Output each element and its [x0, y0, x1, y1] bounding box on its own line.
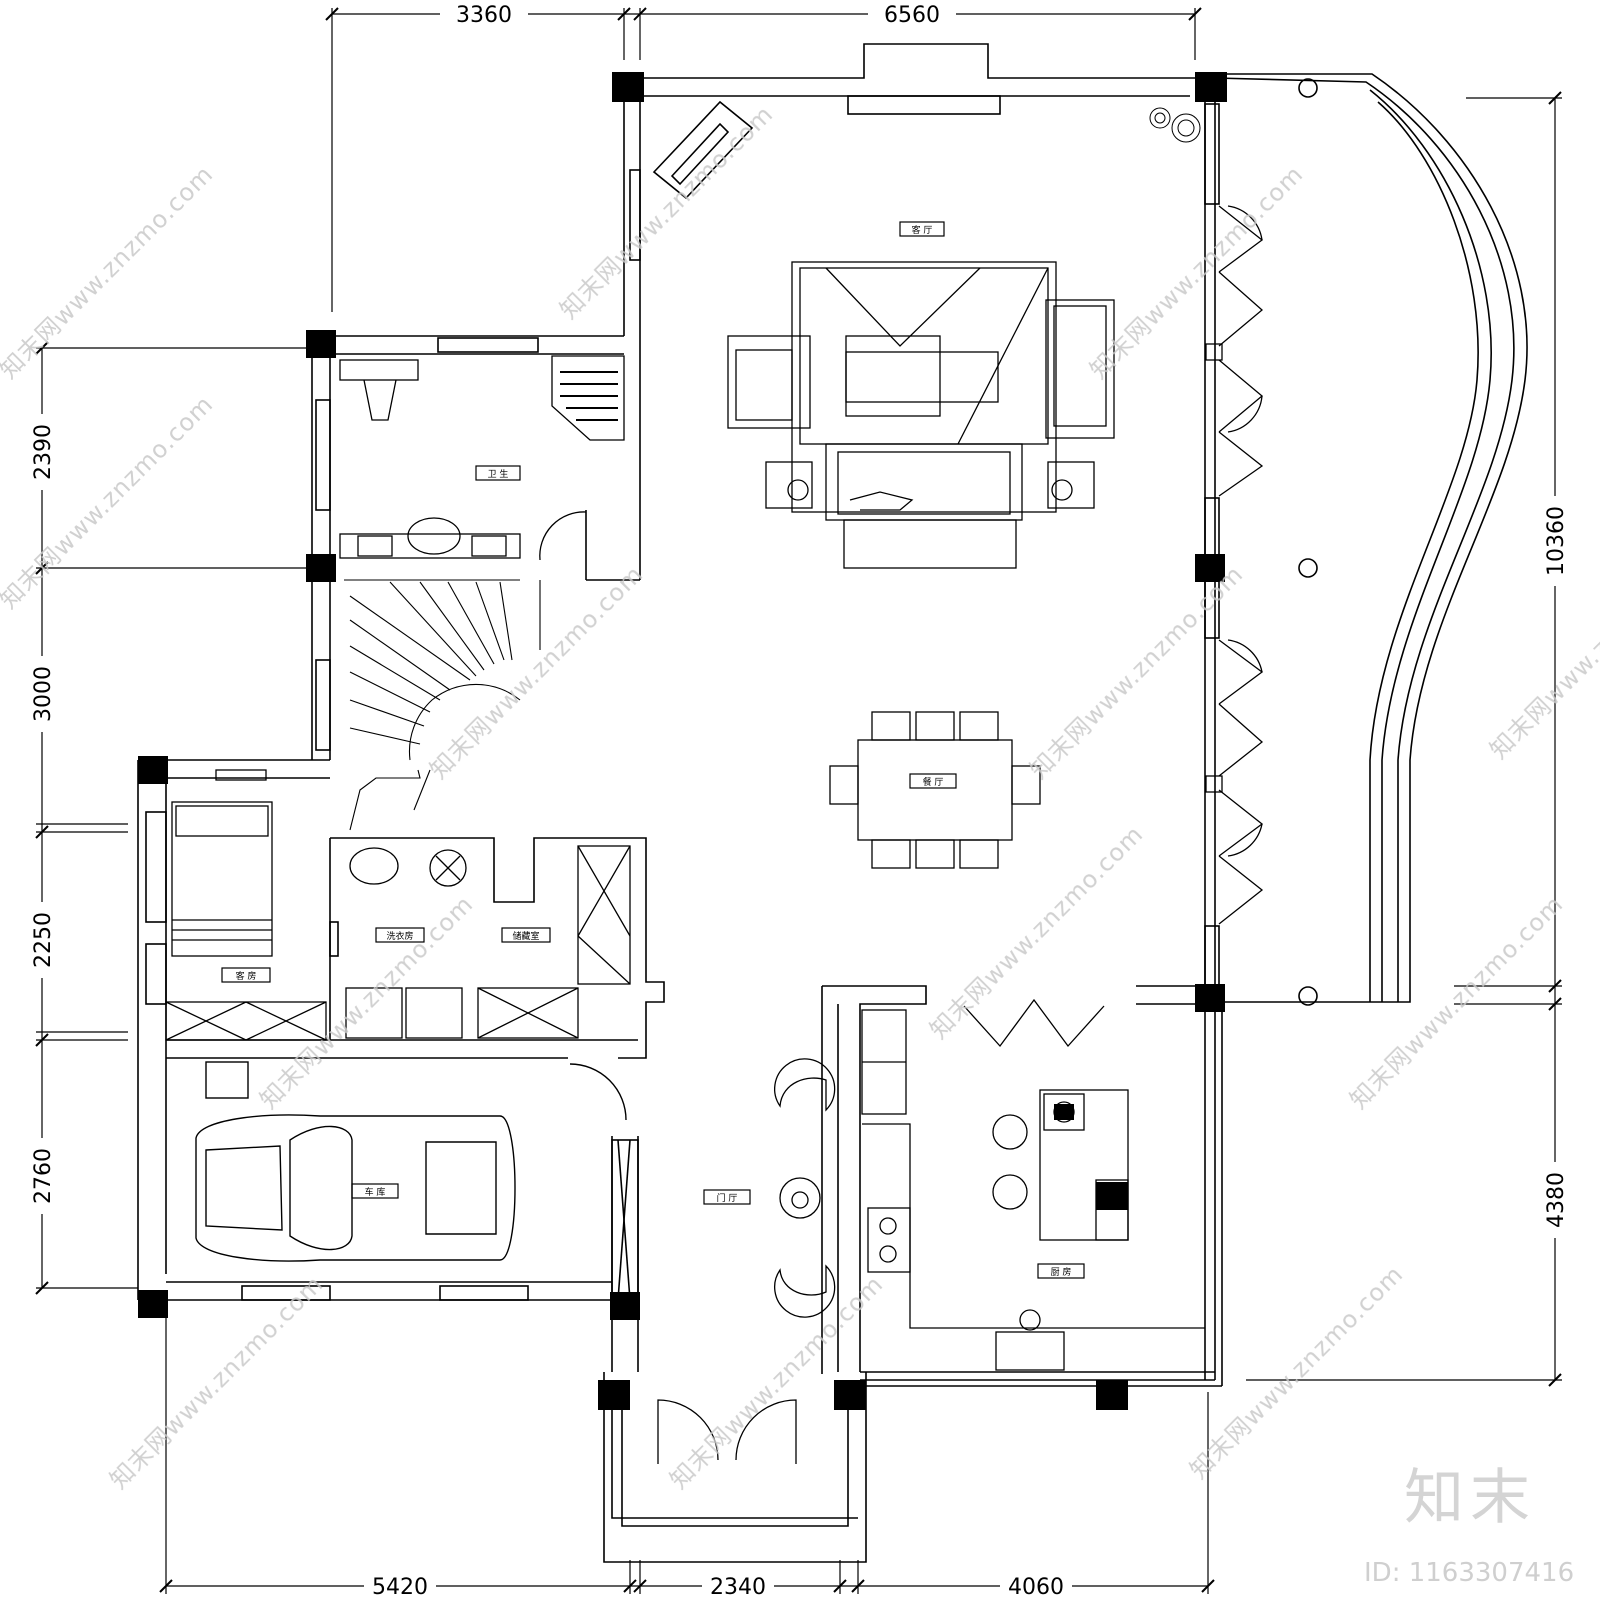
dim-left-3: 2760 [31, 1148, 56, 1204]
room-label-storage: 储藏室 [501, 927, 551, 943]
walls [137, 43, 1528, 1563]
dim-left-2: 2250 [31, 912, 56, 968]
dim-left-0: 2390 [31, 424, 56, 480]
folding-doors [1205, 205, 1264, 925]
room-label-kitchen: 厨 房 [1037, 1263, 1085, 1279]
room-label-bedroom-text: 客 房 [236, 970, 257, 982]
room-label-garage-text: 车 库 [365, 1186, 386, 1198]
filled-accents [1054, 1104, 1128, 1210]
living-room-furniture [727, 261, 1115, 569]
plants [1149, 107, 1201, 143]
dim-right-1: 4380 [1544, 1172, 1569, 1228]
image-id-label: ID: 1163307416 [1364, 1558, 1575, 1588]
dim-right-0: 10360 [1544, 506, 1569, 576]
structural-columns [138, 72, 1227, 1410]
room-label-bedroom: 客 房 [221, 967, 271, 983]
room-label-bathroom: 卫 生 [475, 465, 521, 481]
brand-logo: 知末 [1404, 1463, 1536, 1533]
dim-left-1: 3000 [31, 666, 56, 722]
watermark-text: 知末网www.znzmo.com [1184, 1260, 1408, 1484]
watermark-text: 知末网www.znzmo.com [0, 160, 219, 384]
room-label-laundry: 洗衣房 [375, 927, 425, 943]
watermark-text: 知末网www.znzmo.com [924, 820, 1148, 1044]
car [195, 1061, 627, 1262]
room-label-bathroom-text: 卫 生 [488, 468, 509, 480]
foyer-furniture [657, 1058, 836, 1464]
bedroom-furniture [165, 769, 327, 1041]
dim-top-1: 6560 [884, 3, 940, 28]
dim-bottom-1: 2340 [710, 1575, 766, 1600]
fireplace [652, 100, 754, 200]
room-label-living-text: 客 厅 [912, 224, 933, 236]
dim-bottom-0: 5420 [372, 1575, 428, 1600]
laundry-fixtures [345, 845, 631, 1039]
dimension-labels: 3360 6560 2390 3000 2250 2760 10360 4380… [30, 2, 1569, 1600]
spiral-stair [344, 579, 541, 831]
room-label-garage: 车 库 [351, 1183, 399, 1199]
room-label-kitchen-text: 厨 房 [1051, 1266, 1072, 1278]
room-label-living: 客 厅 [899, 221, 945, 237]
room-label-laundry-text: 洗衣房 [386, 930, 413, 942]
dining-table [829, 711, 1041, 869]
watermark-text: 知末网www.znzmo.com [1484, 540, 1600, 764]
kitchen-fixtures [861, 998, 1205, 1371]
room-label-foyer: 门 厅 [703, 1189, 751, 1205]
dim-top-0: 3360 [456, 3, 512, 28]
watermark-text: 知末网www.znzmo.com [554, 100, 778, 324]
room-label-dining: 餐 厅 [909, 773, 957, 789]
dim-bottom-2: 4060 [1008, 1575, 1064, 1600]
room-label-dining-text: 餐 厅 [923, 776, 944, 788]
bathroom-fixtures [339, 355, 625, 561]
watermark-text: 知末网www.znzmo.com [1084, 160, 1308, 384]
room-label-foyer-text: 门 厅 [717, 1192, 738, 1204]
room-label-storage-text: 储藏室 [512, 930, 539, 942]
